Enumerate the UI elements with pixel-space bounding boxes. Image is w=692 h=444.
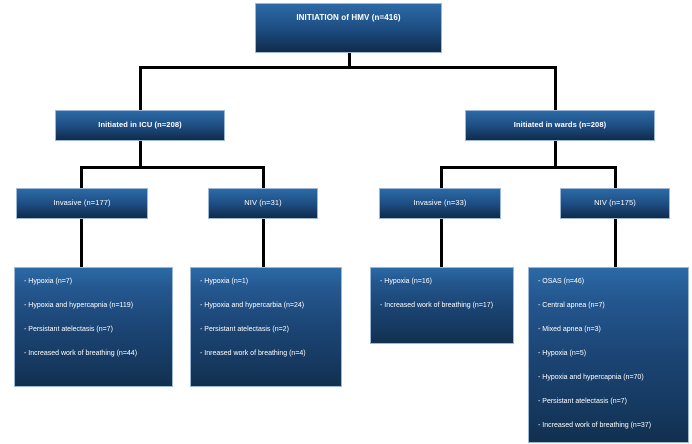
leaf-icu-invasive[interactable]: - Hypoxia (n=7) - Hypoxia and hypercapni… (14, 267, 173, 387)
list-item: - Hypoxia and hypercapnia (n=119) (24, 302, 134, 309)
connector-icu-stem (139, 140, 142, 168)
leaf-icu-niv[interactable]: - Hypoxia (n=1) - Hypoxia and hypercarbi… (190, 267, 342, 387)
leaf-wards-niv[interactable]: - OSAS (n=46) - Central apnea (n=7) - Mi… (528, 267, 689, 443)
node-initiated-in-wards[interactable]: Initiated in wards (n=208) (465, 110, 655, 141)
node-initiated-in-icu[interactable]: Initiated in ICU (n=208) (55, 110, 225, 141)
node-wards-niv[interactable]: NIV (n=175) (560, 188, 670, 219)
connector-wards-to-invasive (440, 166, 443, 189)
list-item: - Hypoxia (n=5) (538, 350, 587, 357)
list-item: - Mixed apnea (n=3) (538, 326, 601, 333)
node-wards-invasive-label: Invasive (n=33) (413, 198, 467, 207)
list-item: - Increased work of breathing (n=17) (380, 302, 494, 309)
connector-root-bar (139, 66, 557, 69)
list-item: - Inreased work of breathing (n=4) (200, 350, 306, 357)
leaf-wards-invasive[interactable]: - Hypoxia (n=16) - Increased work of bre… (370, 267, 514, 344)
node-wards-niv-label: NIV (n=175) (594, 198, 636, 207)
list-item: - Increased work of breathing (n=37) (538, 422, 652, 429)
connector-wards-niv-to-leaf (614, 219, 617, 269)
connector-wards-bar (440, 166, 617, 169)
node-icu-niv-label: NIV (n=31) (244, 198, 282, 207)
list-item: - Hypoxia (n=7) (24, 278, 73, 285)
connector-wards-invasive-to-leaf (440, 219, 443, 269)
list-item: - OSAS (n=46) (538, 278, 585, 285)
node-initiated-in-icu-label: Initiated in ICU (n=208) (98, 120, 182, 129)
connector-icu-niv-to-leaf (262, 219, 265, 269)
connector-root-stem (348, 52, 351, 68)
connector-wards-stem (554, 140, 557, 168)
connector-root-to-wards (554, 66, 557, 110)
node-initiation-hmv-label: INITIATION of HMV (n=416) (296, 13, 401, 22)
connector-wards-to-niv (614, 166, 617, 189)
node-icu-invasive-label: Invasive (n=177) (53, 198, 111, 207)
node-icu-invasive[interactable]: Invasive (n=177) (16, 188, 148, 219)
list-item: - Persistant atelectasis (n=2) (200, 326, 289, 333)
list-item: - Persistant atelectasis (n=7) (24, 326, 113, 333)
list-item: - Hypoxia and hypercapnia (n=70) (538, 374, 644, 381)
list-item: - Hypoxia (n=16) (380, 278, 432, 285)
list-item: - Central apnea (n=7) (538, 302, 605, 309)
node-wards-invasive[interactable]: Invasive (n=33) (379, 188, 501, 219)
connector-icu-bar (80, 166, 265, 169)
node-initiation-hmv[interactable]: INITIATION of HMV (n=416) (255, 3, 442, 53)
connector-icu-to-niv (262, 166, 265, 189)
connector-icu-to-invasive (80, 166, 83, 189)
list-item: - Hypoxia (n=1) (200, 278, 249, 285)
connector-root-to-icu (139, 66, 142, 110)
connector-icu-invasive-to-leaf (80, 219, 83, 269)
list-item: - Increased work of breathing (n=44) (24, 350, 138, 357)
list-item: - Persistant atelectasis (n=7) (538, 398, 627, 405)
node-icu-niv[interactable]: NIV (n=31) (208, 188, 318, 219)
node-initiated-in-wards-label: Initiated in wards (n=208) (513, 120, 607, 129)
list-item: - Hypoxia and hypercarbia (n=24) (200, 302, 305, 309)
